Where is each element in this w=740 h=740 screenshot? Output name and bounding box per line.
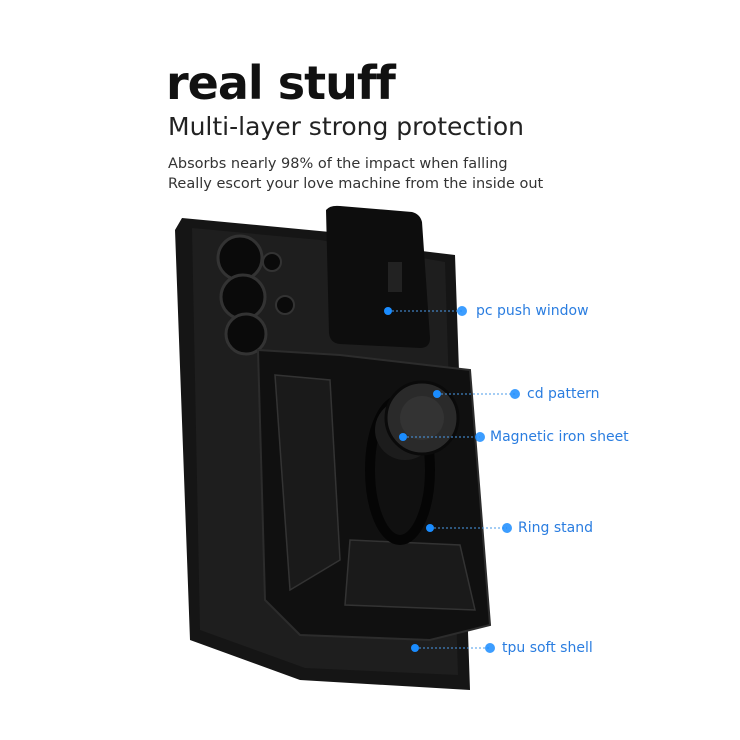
callout-cd-pattern: cd pattern [527,386,600,402]
callout-pc-push-window: pc push window [476,303,589,319]
ring-stand [365,380,460,545]
description-line-1: Absorbs nearly 98% of the impact when fa… [168,156,508,172]
callout-tpu-soft-shell: tpu soft shell [502,640,593,656]
callout-ring-stand: Ring stand [518,520,593,536]
headline: real stuff [166,56,396,110]
callout-lines [388,310,515,649]
description-line-2: Really escort your love machine from the… [168,176,544,192]
camera-lenses [216,234,295,356]
pc-push-window [326,205,430,348]
subheadline: Multi-layer strong protection [168,112,525,141]
callout-magnetic-iron-sheet: Magnetic iron sheet [490,429,629,445]
callout-dots [384,306,520,653]
